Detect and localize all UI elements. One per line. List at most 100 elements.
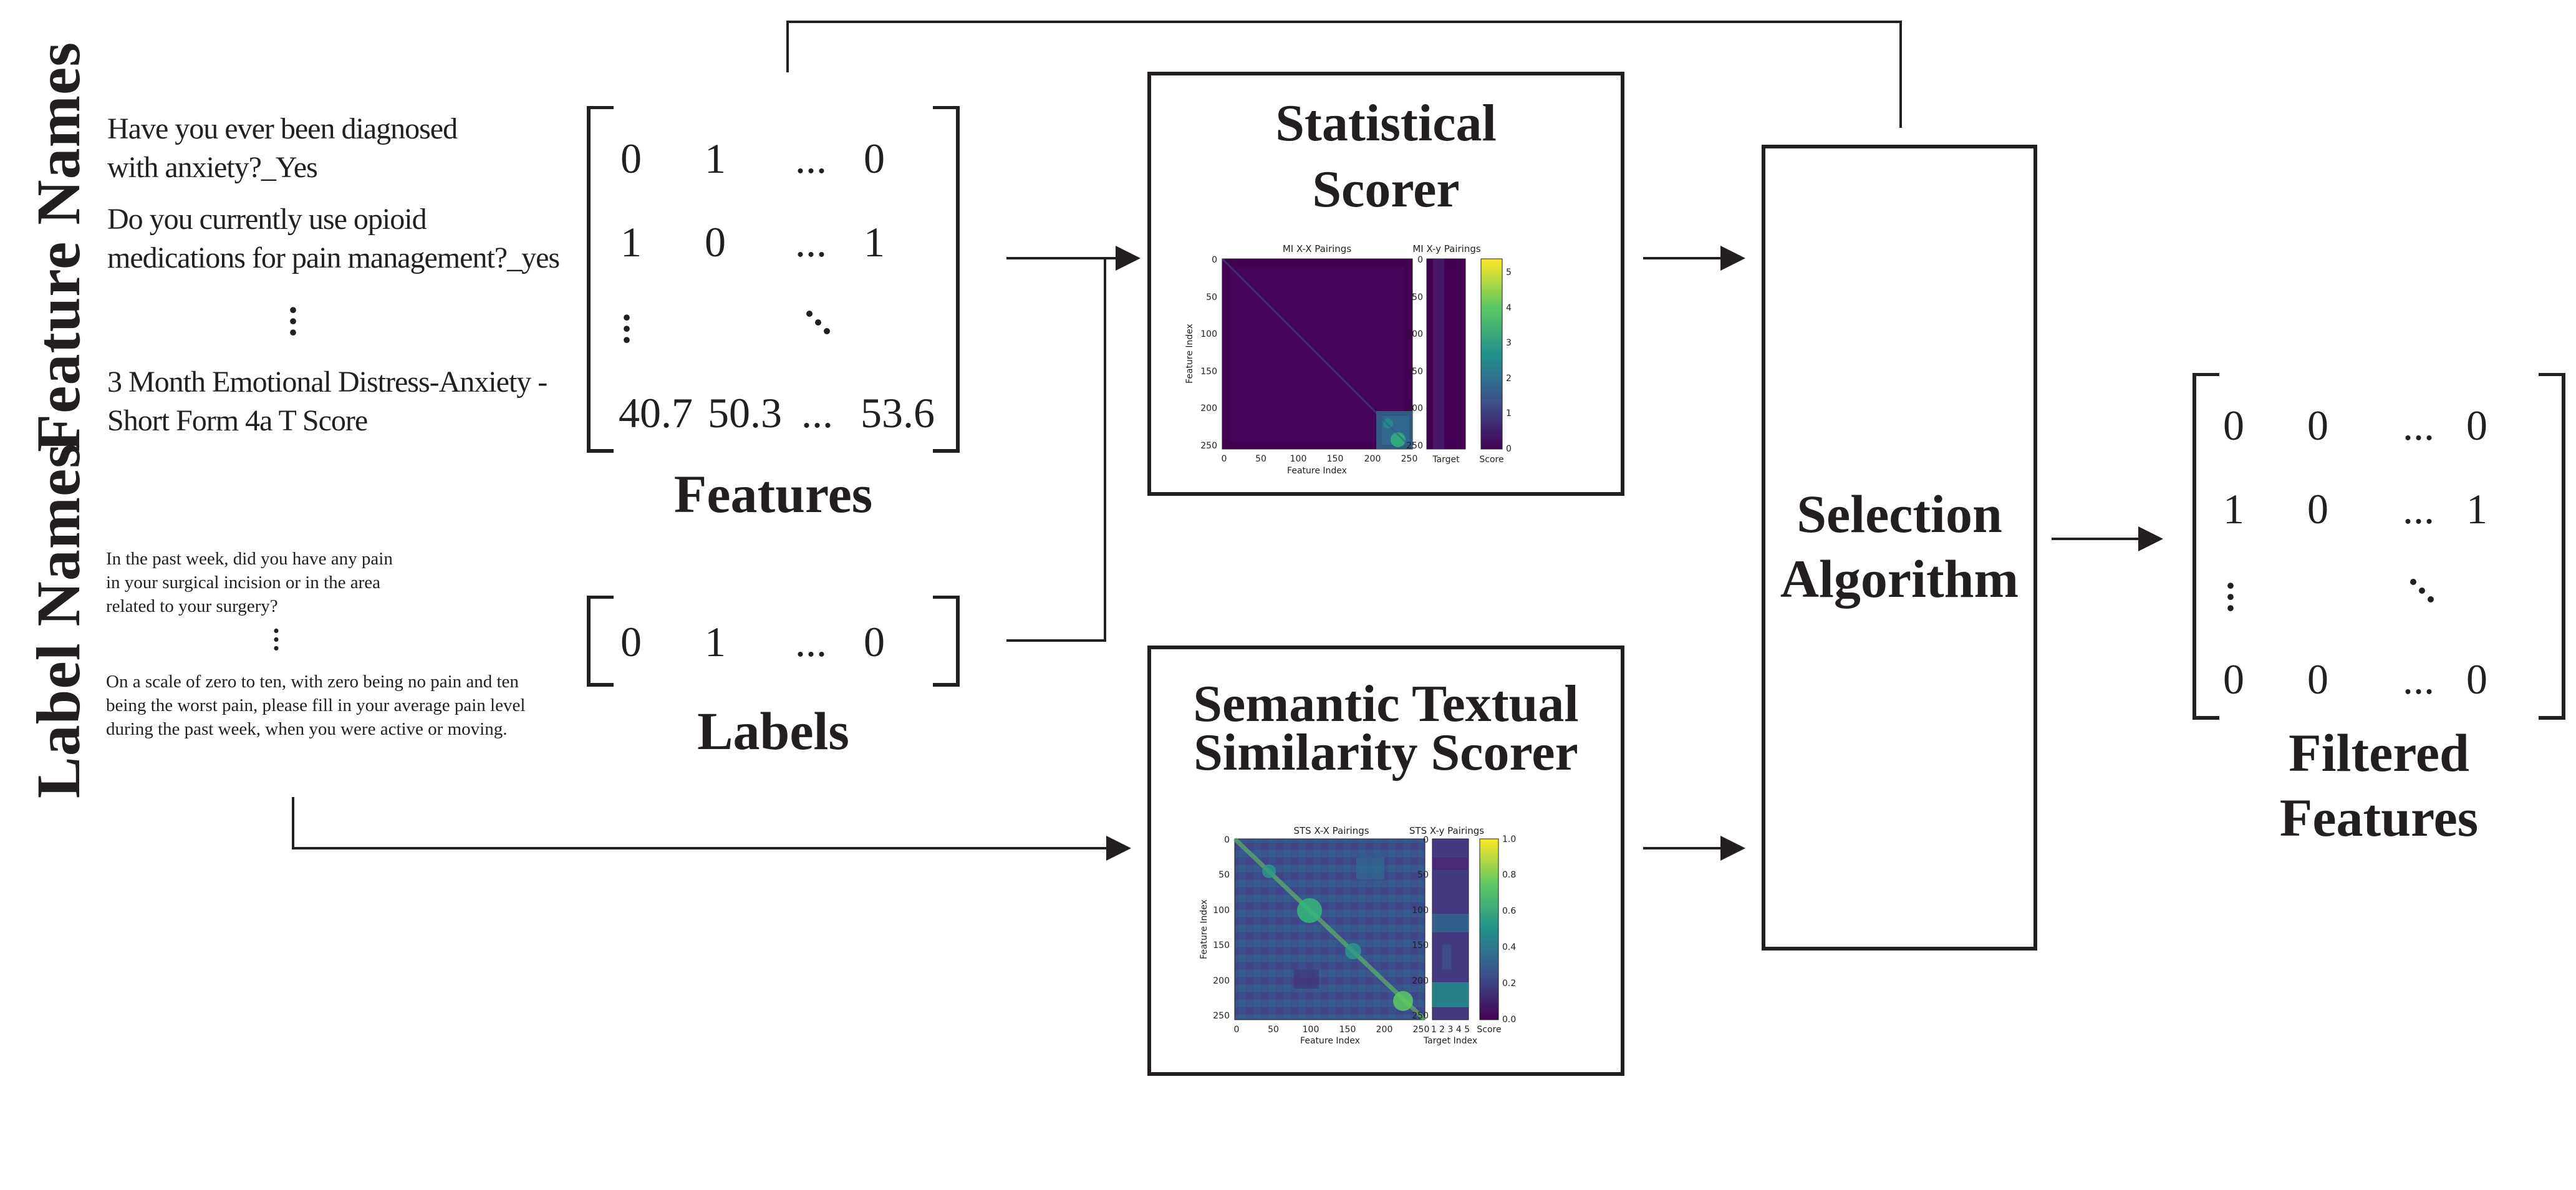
features-matrix-brackets [587, 106, 960, 453]
svg-text:50: 50 [1218, 870, 1230, 880]
labels-cell: 0 [864, 618, 885, 665]
svg-text:250: 250 [1413, 1025, 1430, 1035]
svg-text:0: 0 [1224, 835, 1230, 845]
svg-text:150: 150 [1339, 1025, 1356, 1035]
svg-text:200: 200 [1412, 976, 1429, 986]
svg-text:0: 0 [1222, 454, 1227, 464]
svg-text:100: 100 [1290, 454, 1307, 464]
labels-cell: 1 [705, 618, 726, 665]
mi-xy-xlabel: Target [1432, 455, 1460, 465]
mi-cbar-label: Score [1479, 455, 1503, 465]
selection-algorithm-box [1762, 145, 2037, 951]
svg-text:50: 50 [1255, 454, 1266, 464]
sts-xlabel: Feature Index [1300, 1036, 1360, 1046]
filtered-features-caption: Filtered Features [2279, 723, 2479, 848]
svg-text:0.2: 0.2 [1502, 979, 1516, 989]
features-cell: 1 [620, 218, 642, 266]
sts-xx-title: STS X-X Pairings [1293, 825, 1369, 836]
svg-text:250: 250 [1213, 1011, 1230, 1021]
features-cell: 0 [620, 135, 642, 182]
svg-text:100: 100 [1412, 906, 1429, 916]
features-cell: ... [801, 389, 833, 437]
mi-ylabel: Feature Index [1185, 324, 1195, 384]
features-cell: 1 [705, 135, 726, 182]
svg-text:2: 2 [1506, 374, 1512, 384]
svg-text:250: 250 [1406, 441, 1423, 451]
label-name-2: On a scale of zero to ten, with zero bei… [106, 672, 526, 739]
svg-text:200: 200 [1200, 404, 1217, 414]
svg-text:150: 150 [1327, 454, 1344, 464]
filtered-cell: 0 [2466, 655, 2487, 703]
features-cell: 40.7 [619, 389, 693, 437]
svg-text:50: 50 [1206, 293, 1217, 302]
filtered-cell: 0 [2466, 402, 2487, 449]
svg-text:150: 150 [1406, 367, 1423, 377]
filtered-cell: 0 [2307, 655, 2328, 703]
features-cell: 50.3 [708, 389, 782, 437]
svg-text:5: 5 [1506, 268, 1512, 278]
labels-caption: Labels [697, 701, 849, 761]
mi-xlabel: Feature Index [1287, 466, 1347, 476]
sts-cbar-label: Score [1477, 1025, 1501, 1035]
svg-text:150: 150 [1213, 941, 1230, 951]
filtered-cell: 0 [2307, 485, 2328, 533]
feature-name-1: Have you ever been diagnosed with anxiet… [107, 112, 458, 184]
labels-cell: 0 [620, 618, 642, 665]
features-cell: ... [795, 135, 827, 182]
filtered-cell: 0 [2307, 402, 2328, 449]
svg-text:1.0: 1.0 [1502, 834, 1516, 844]
features-caption: Features [673, 464, 873, 524]
filtered-vdots: ··· [2224, 565, 2237, 629]
svg-text:4: 4 [1506, 303, 1512, 313]
feature-names-vdots: ··· [286, 289, 299, 353]
filtered-cell: ... [2403, 402, 2434, 449]
mi-heatmap-figure: MI X-X Pairings MI X-y Pairings 0 5 [1185, 243, 1512, 476]
features-cell: 0 [705, 218, 726, 266]
filtered-ddots [2410, 579, 2434, 602]
mi-xx-title: MI X-X Pairings [1283, 243, 1351, 254]
labels-to-statistical-line [1006, 258, 1106, 642]
svg-text:0: 0 [1234, 1025, 1240, 1035]
svg-text:250: 250 [1412, 1011, 1429, 1021]
svg-text:0.6: 0.6 [1502, 906, 1516, 916]
svg-text:150: 150 [1200, 367, 1217, 377]
svg-text:100: 100 [1213, 906, 1230, 916]
svg-text:0.8: 0.8 [1502, 870, 1516, 880]
selection-algorithm-label: Selection Algorithm [1780, 484, 2019, 609]
sts-xy-xlabel: Target Index [1423, 1036, 1477, 1046]
svg-text:0: 0 [1506, 444, 1512, 454]
filtered-matrix-brackets [2192, 373, 2565, 720]
svg-text:100: 100 [1200, 329, 1217, 339]
features-ddots [806, 311, 830, 334]
svg-text:200: 200 [1213, 976, 1230, 986]
label-names-vdots: ··· [271, 616, 281, 664]
filtered-cell: 1 [2466, 485, 2487, 533]
label-name-1: In the past week, did you have any pain … [106, 549, 393, 616]
svg-text:200: 200 [1364, 454, 1381, 464]
svg-text:200: 200 [1406, 404, 1423, 414]
filtered-cell: 0 [2223, 655, 2244, 703]
feature-name-2: Do you currently use opioid medications … [107, 203, 560, 274]
features-cell: 1 [864, 218, 885, 266]
svg-text:100: 100 [1303, 1025, 1319, 1035]
svg-text:0: 0 [1212, 255, 1217, 265]
sts-scorer-title: Semantic Textual Similarity Scorer [1193, 675, 1579, 781]
features-cell: ... [795, 218, 827, 266]
svg-text:50: 50 [1412, 293, 1423, 302]
svg-text:50: 50 [1268, 1025, 1279, 1035]
feature-name-3: 3 Month Emotional Distress-Anxiety - Sho… [107, 365, 548, 437]
statistical-scorer-title: Statistical Scorer [1275, 94, 1497, 218]
features-to-selection-line [786, 21, 1902, 128]
feature-names-side-label: Feature Names [24, 41, 93, 452]
sts-heatmap-figure: STS X-X Pairings STS X-y Pairings [1199, 825, 1516, 1046]
features-cell: 0 [864, 135, 885, 182]
svg-text:0: 0 [1423, 835, 1429, 845]
sts-colorbar [1479, 838, 1499, 1020]
filtered-cell: 0 [2223, 402, 2244, 449]
svg-text:250: 250 [1401, 454, 1418, 464]
svg-text:150: 150 [1412, 941, 1429, 951]
label-names-side-label: Label Names [24, 443, 93, 798]
label-names-to-sts-arrow [292, 797, 1131, 861]
